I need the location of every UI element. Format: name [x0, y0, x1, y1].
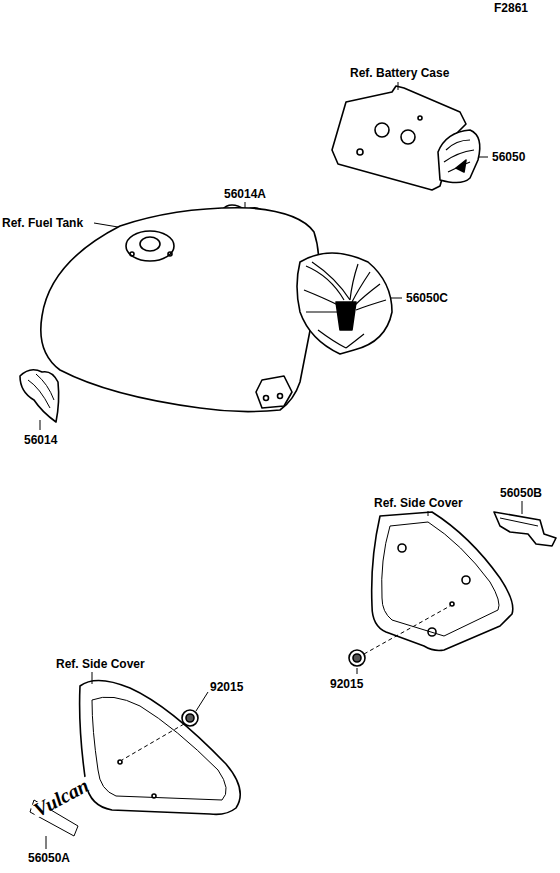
callout-number: 56014A: [224, 187, 266, 201]
part-name: Ref. Side Cover: [56, 657, 145, 671]
callout-number: 92015: [330, 677, 363, 691]
emblem-56014: [20, 370, 59, 422]
fuel-tank: [41, 208, 319, 412]
callout-number: 56050A: [28, 851, 70, 865]
side-cover-right: [372, 512, 513, 651]
callout-number: 56014: [24, 433, 57, 447]
callout-number: 56050: [492, 150, 525, 164]
part-name: Ref. Side Cover: [374, 496, 463, 510]
emblem-56050: [438, 130, 480, 183]
emblem-56050B: [494, 512, 556, 546]
side-cover-left: [80, 680, 241, 814]
callout-number: 92015: [210, 680, 243, 694]
leader-lines: [40, 82, 522, 849]
emblem-text: Vulcan: [30, 776, 92, 818]
figure-code: F2861: [494, 1, 528, 15]
part-name: Ref. Fuel Tank: [2, 216, 83, 230]
callout-number: 56050C: [406, 291, 448, 305]
part-name: Ref. Battery Case: [350, 66, 449, 80]
emblem-56050C: [297, 253, 392, 354]
callout-number: 56050B: [500, 486, 542, 500]
